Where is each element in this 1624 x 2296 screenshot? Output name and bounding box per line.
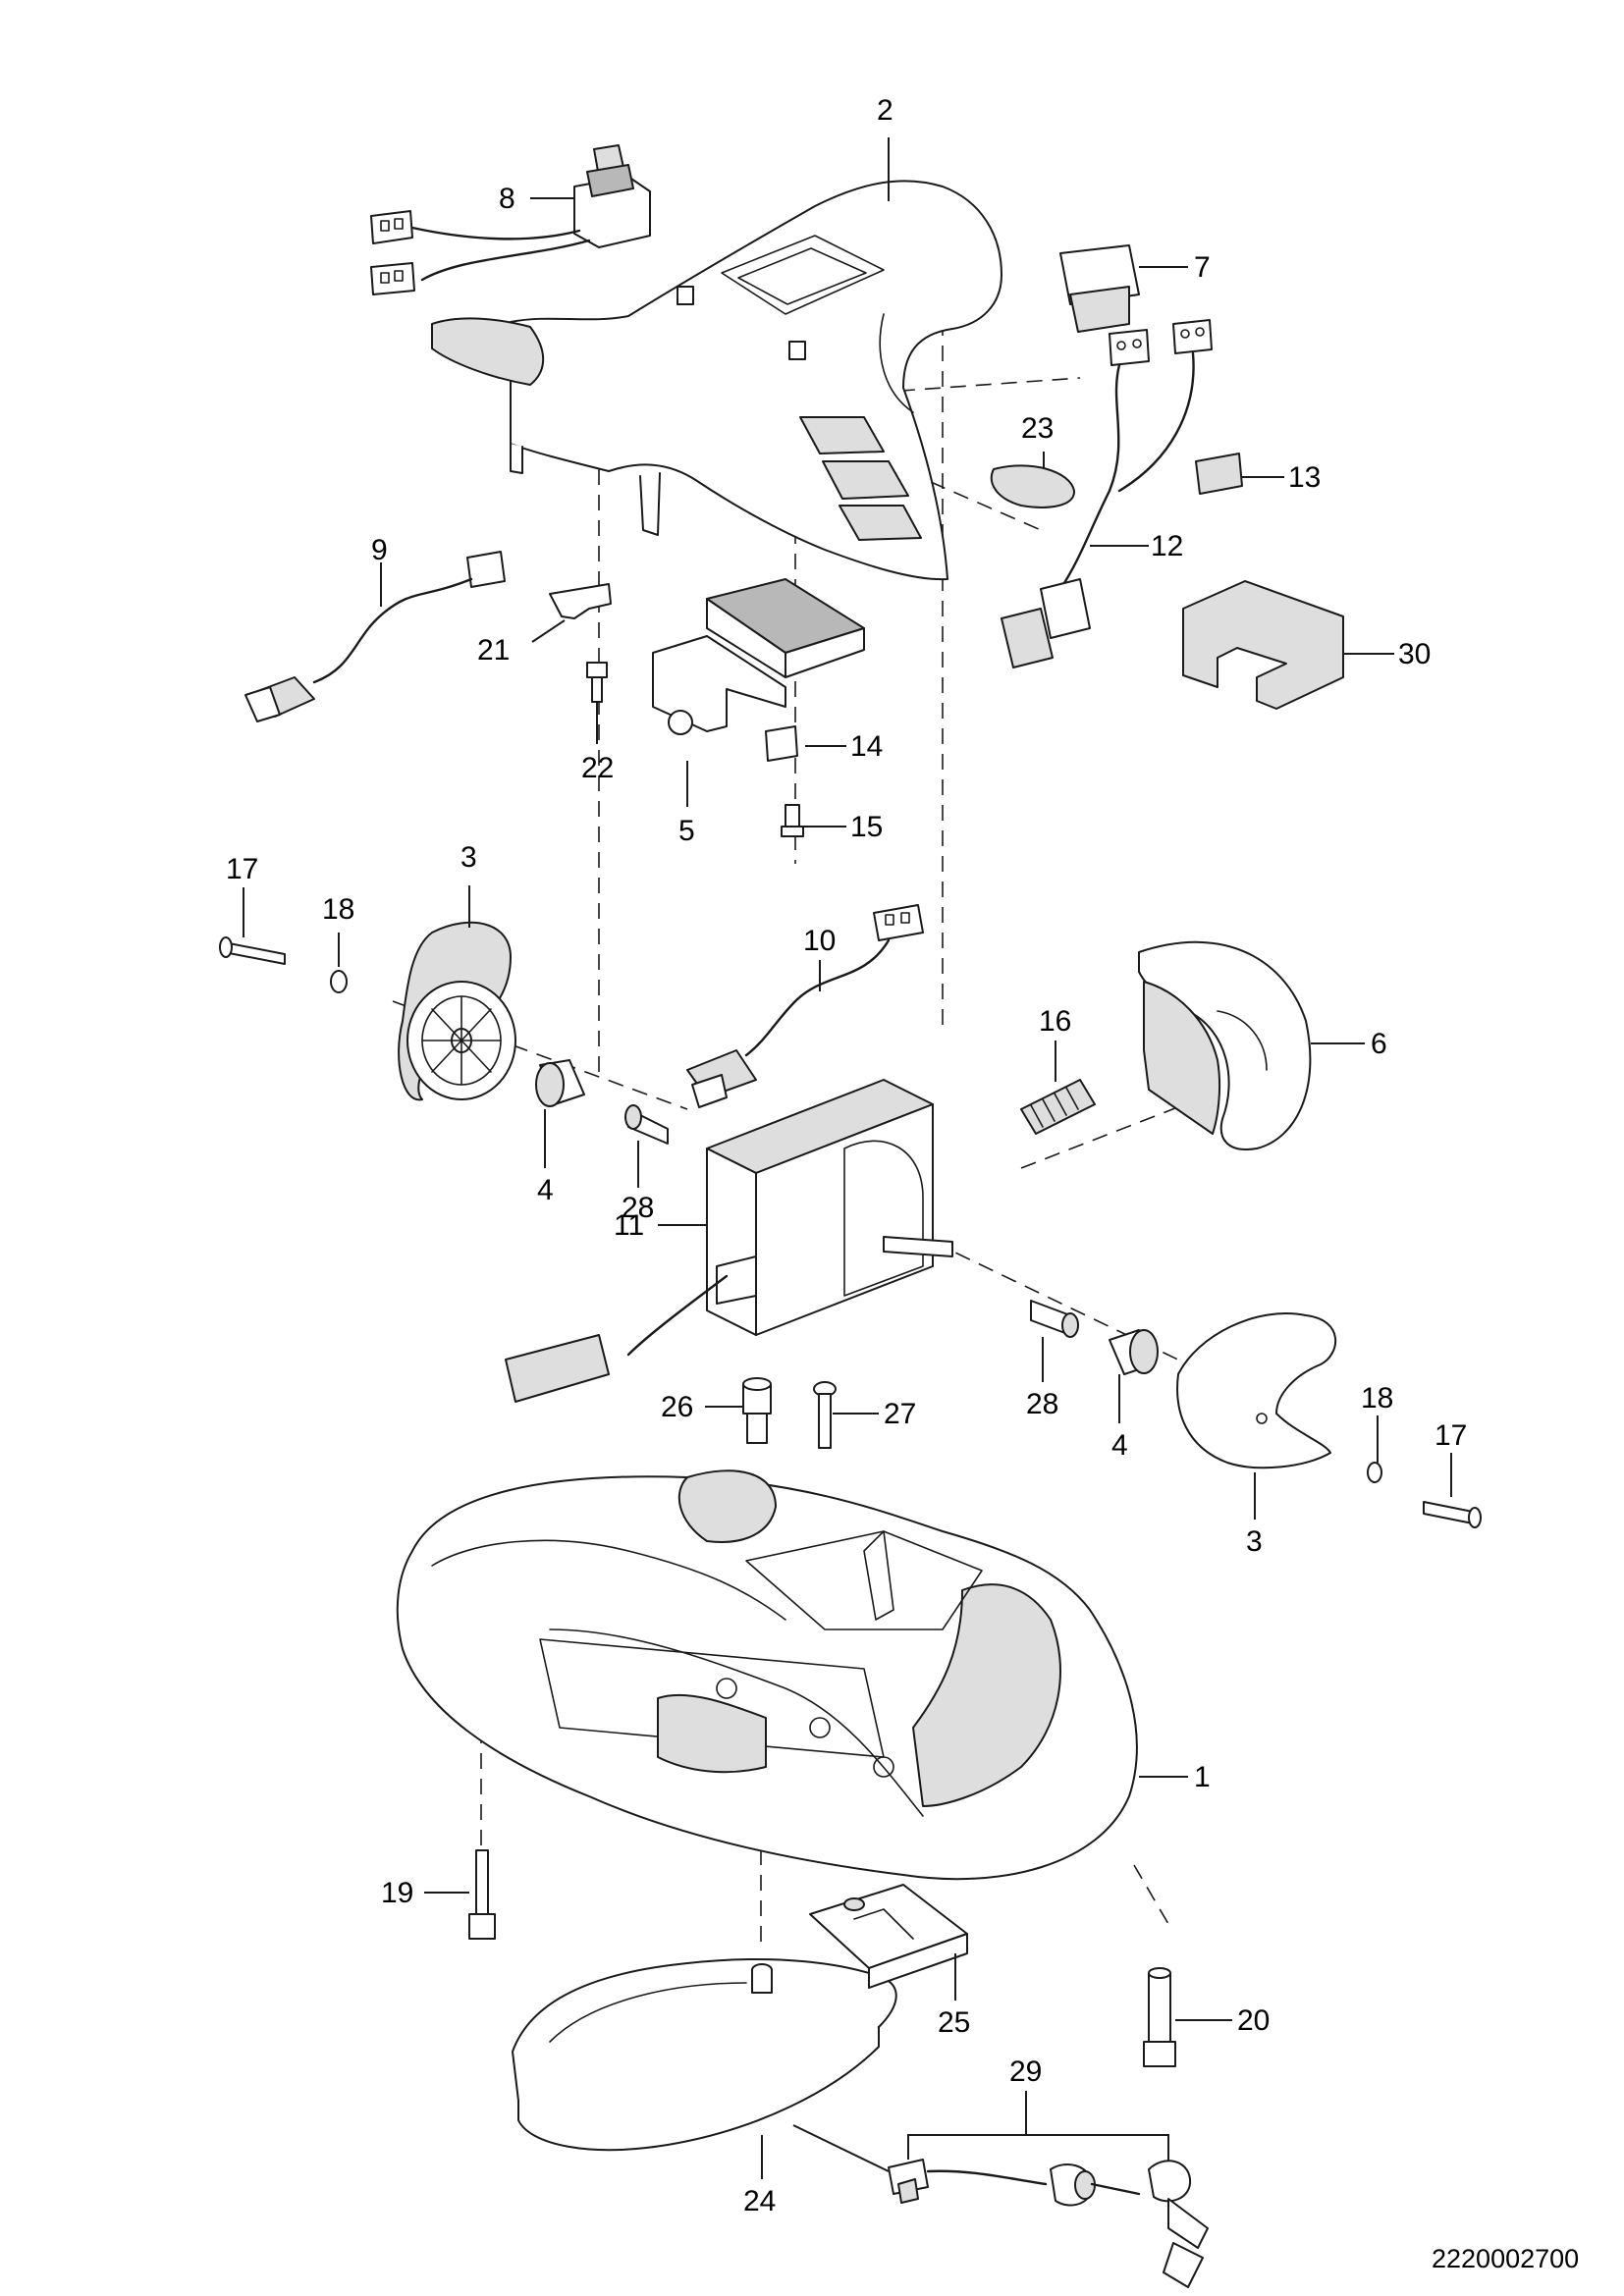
callout-7: 7: [1194, 251, 1211, 284]
part-10-cable: [686, 904, 924, 1108]
drawing-number: 2220002700: [1432, 2244, 1579, 2273]
part-8-switch: [370, 144, 651, 295]
part-2-top-cover: [431, 180, 1002, 581]
callout-28-left: 28: [622, 1192, 654, 1224]
part-14-clip: [765, 725, 846, 762]
callout-4-right: 4: [1111, 1429, 1128, 1462]
callout-18-left: 18: [322, 893, 354, 926]
callout-5: 5: [678, 815, 695, 847]
callout-21: 21: [477, 634, 510, 667]
callout-20: 20: [1237, 2004, 1270, 2037]
callout-24: 24: [743, 2185, 776, 2217]
part-29-key-switch: [888, 2091, 1209, 2288]
part-30-foam-block: [1182, 580, 1394, 710]
callout-9: 9: [371, 534, 388, 566]
part-4-bushing-left: [535, 1059, 585, 1168]
callout-26: 26: [661, 1391, 693, 1423]
part-28-pin-left: [624, 1104, 669, 1188]
part-5-switch-module: [652, 578, 865, 807]
callout-11: 11: [614, 1209, 644, 1242]
part-3-handle-cap-left: [398, 885, 516, 1101]
callout-19: 19: [381, 1877, 413, 1909]
callout-18-right: 18: [1361, 1382, 1393, 1415]
callout-8: 8: [499, 183, 515, 215]
part-21-bracket: [531, 583, 612, 643]
part-25-retainer: [809, 1884, 968, 2001]
part-18-washer-right: [1367, 1415, 1382, 1483]
part-17-screw-left: [219, 887, 286, 965]
callout-27: 27: [884, 1398, 916, 1430]
cover-to-harness-leader: [792, 2124, 890, 2172]
part-17-screw-right: [1423, 1453, 1482, 1528]
part-27-screw: [813, 1381, 879, 1449]
part-18-washer-left: [330, 933, 348, 993]
part-1-handle-frame: [396, 1469, 1188, 1881]
callout-17-right: 17: [1435, 1419, 1467, 1452]
callout-12: 12: [1151, 530, 1183, 562]
part-28-pin-right: [1030, 1300, 1079, 1382]
part-9-sensor-cable: [244, 551, 506, 722]
part-16-spring: [1020, 1041, 1096, 1135]
part-4-bushing-right: [1109, 1329, 1159, 1423]
part-7-rocker-cap: [1059, 244, 1188, 333]
callout-labels: 2 8 7 23 13 12 30 9 21 22 14 5 15 17 3 1…: [226, 94, 1579, 2273]
part-15-screw: [781, 804, 846, 837]
callout-1: 1: [1194, 1761, 1211, 1793]
part-12-wiring-harness: [1001, 319, 1213, 668]
callout-13: 13: [1288, 461, 1321, 494]
callout-3-left: 3: [460, 841, 477, 874]
callout-23: 23: [1021, 412, 1054, 445]
callout-28-right: 28: [1026, 1388, 1058, 1420]
part-6-handle-side-cover: [1138, 940, 1365, 1150]
part-26-screw: [705, 1377, 772, 1444]
callout-16: 16: [1039, 1005, 1071, 1038]
part-19-screw: [424, 1849, 496, 1940]
callout-15: 15: [850, 811, 883, 843]
part-22-screw: [586, 662, 608, 744]
callout-14: 14: [850, 730, 883, 763]
part-23-button-cap: [990, 464, 1076, 508]
callout-3-right: 3: [1246, 1525, 1263, 1558]
part-3-handle-cap-right: [1176, 1312, 1336, 1520]
part-13-clip: [1195, 453, 1284, 495]
callout-4-left: 4: [537, 1174, 554, 1206]
callout-30: 30: [1398, 638, 1431, 670]
part-11-control-unit: [505, 1079, 953, 1403]
callout-6: 6: [1371, 1028, 1387, 1060]
callout-22: 22: [581, 752, 614, 784]
callout-17-left: 17: [226, 853, 258, 885]
callout-10: 10: [803, 925, 836, 957]
callout-29: 29: [1009, 2056, 1042, 2088]
callout-25: 25: [938, 2006, 970, 2039]
part-24-bottom-cover: [512, 1957, 897, 2179]
part-20-screw: [1143, 1967, 1232, 2067]
callout-2: 2: [877, 94, 893, 127]
